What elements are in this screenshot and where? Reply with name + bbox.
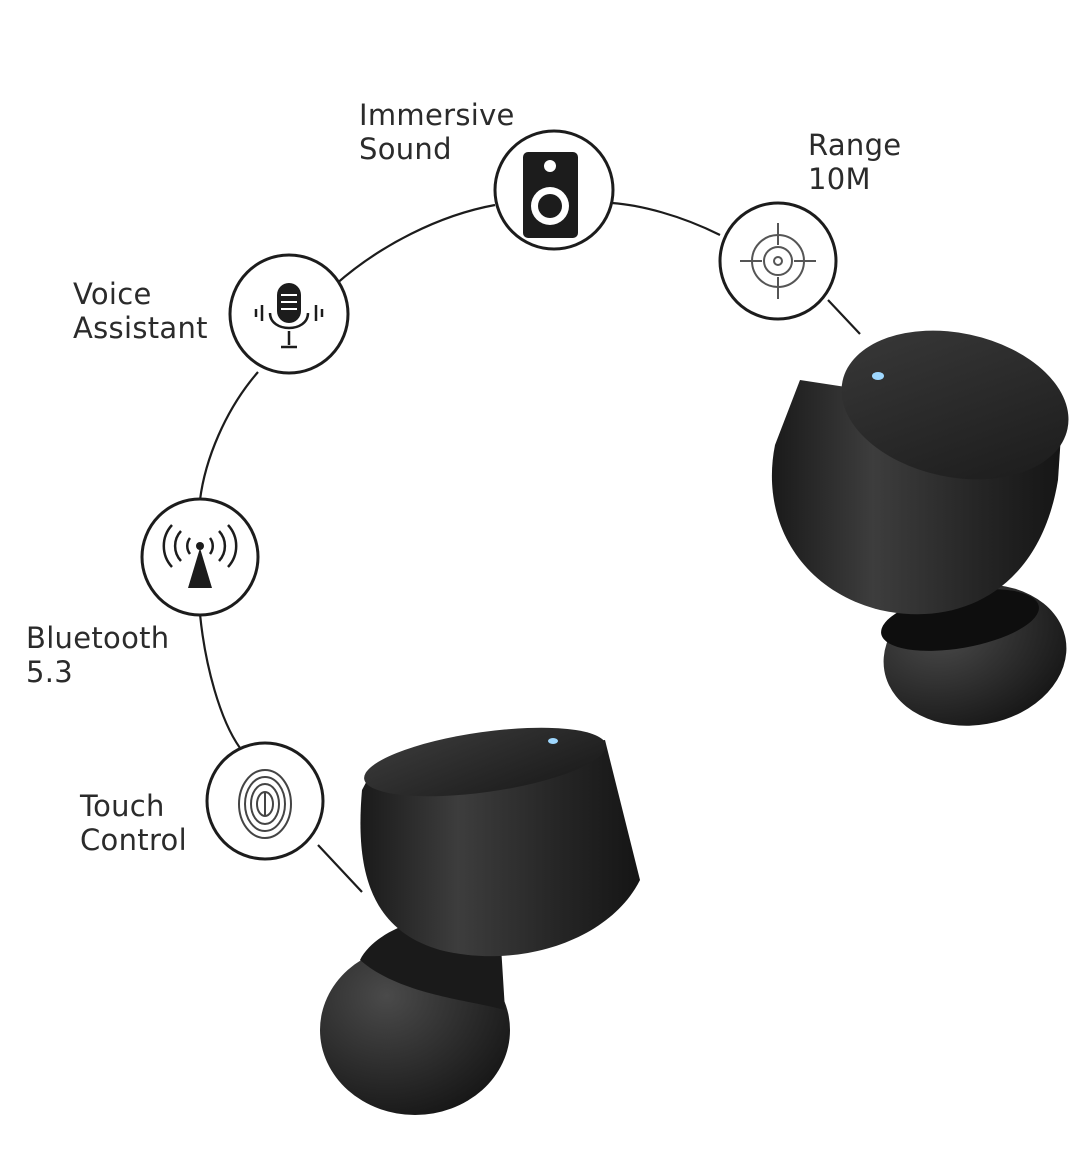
label-touch-control: Touch Control	[80, 789, 187, 857]
target-icon	[740, 223, 816, 299]
indicator-light-right	[872, 372, 884, 380]
signal-tower-icon	[162, 524, 238, 588]
feature-circle-immersive-sound	[493, 129, 615, 251]
indicator-light-left	[548, 738, 558, 744]
label-immersive-sound: Immersive Sound	[359, 98, 515, 166]
connector-arc	[198, 201, 861, 893]
fingerprint-icon	[238, 769, 292, 839]
microphone-icon	[254, 283, 324, 349]
feature-circle-voice-assistant	[228, 253, 350, 375]
feature-circle-range	[718, 201, 838, 321]
earbud-left	[320, 727, 640, 1115]
feature-circle-touch-control	[205, 741, 325, 861]
label-voice-assistant: Voice Assistant	[73, 277, 208, 345]
label-bluetooth: Bluetooth 5.3	[26, 621, 170, 689]
earbud-right	[771, 330, 1069, 726]
feature-circle-bluetooth	[140, 497, 260, 617]
speaker-icon	[523, 152, 578, 238]
label-range: Range 10M	[808, 128, 902, 196]
